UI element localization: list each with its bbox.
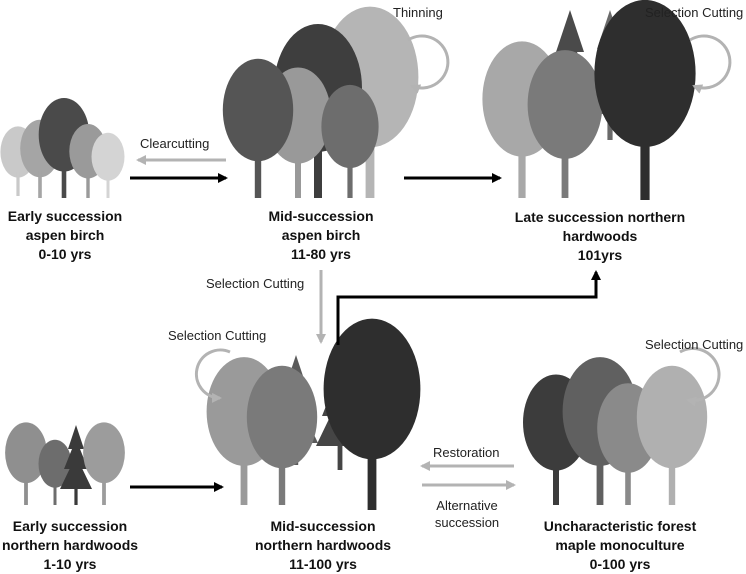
label-selection-cutting-down: Selection Cutting xyxy=(206,276,305,291)
trees-early-northern xyxy=(5,422,125,505)
stage-uncharacteristic: Uncharacteristic forest maple monocultur… xyxy=(543,518,697,572)
stage-mid-aspen: Mid-succession aspen birch 11-80 yrs xyxy=(268,208,374,262)
label-thinning: Thinning xyxy=(393,5,443,20)
trees-late-northern xyxy=(482,0,696,200)
stage-late-northern: Late succession northern hardwoods 101yr… xyxy=(514,209,686,263)
stage-mid-northern: Mid-succession northern hardwoods 11-100… xyxy=(254,518,392,572)
label-selection-cutting-late: Selection Cutting xyxy=(645,5,744,20)
loop-selection-cutting-late xyxy=(689,34,732,94)
stage-early-northern: Early succession northern hardwoods 1-10… xyxy=(1,518,139,572)
trees-early-aspen xyxy=(0,97,125,198)
label-selection-cutting-maple: Selection Cutting xyxy=(645,337,744,352)
label-selection-cutting-mid: Selection Cutting xyxy=(168,328,267,343)
arrow-mid-northern-to-late xyxy=(336,270,601,345)
label-clearcutting: Clearcutting xyxy=(140,136,210,151)
trees-maple-monoculture xyxy=(523,357,708,505)
trees-mid-aspen xyxy=(222,6,419,199)
label-alternative-succession: Alternative succession xyxy=(434,498,500,530)
loop-thinning xyxy=(407,34,450,94)
trees-mid-northern xyxy=(206,318,421,510)
stage-early-aspen: Early succession aspen birch 0-10 yrs xyxy=(7,208,123,262)
label-restoration: Restoration xyxy=(433,445,500,460)
loop-selection-cutting-mid xyxy=(194,348,231,403)
loop-selection-cutting-maple xyxy=(679,347,721,407)
